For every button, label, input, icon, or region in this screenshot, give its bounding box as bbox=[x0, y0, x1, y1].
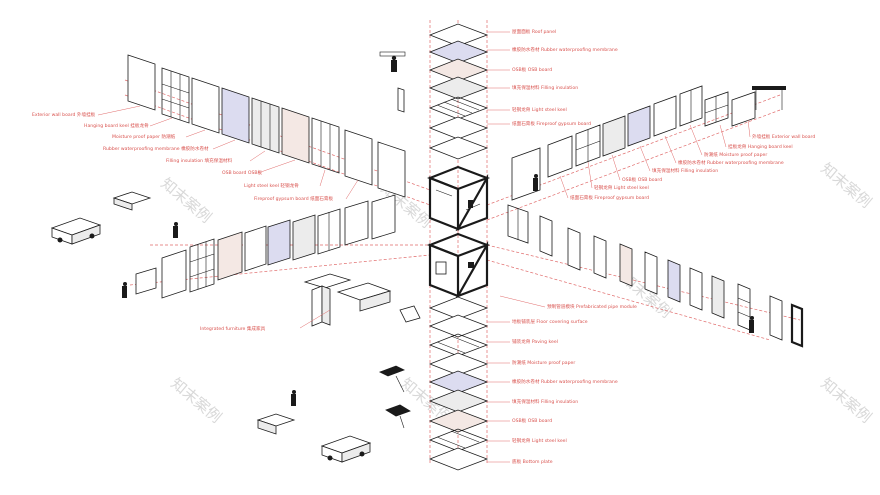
label-light-steel-keel: Light steel keel 轻钢龙骨 bbox=[244, 182, 299, 189]
label-light-steel-keel: 轻钢龙骨 Light steel keel bbox=[512, 106, 567, 113]
label-osb-board: OSB板 OSB board bbox=[512, 66, 552, 73]
filling-insulation bbox=[428, 389, 489, 413]
label-filling-insulation: 填充保温材料 Filling insulation bbox=[512, 84, 578, 91]
upper-right-wall-panels bbox=[511, 85, 756, 201]
filling-insulation bbox=[251, 97, 280, 154]
label-paving-keel: 铺装龙骨 Paving keel bbox=[512, 338, 558, 345]
person-icon bbox=[534, 174, 538, 178]
label-roof-panel: 屋面面板 Roof panel bbox=[512, 28, 556, 35]
paving-keel bbox=[428, 333, 489, 357]
watermark: 知末案例 bbox=[817, 374, 875, 426]
module-lower-frame bbox=[426, 232, 491, 299]
lower-right-wall-panels bbox=[507, 204, 804, 348]
label-osb-board: OSB板 OSB board bbox=[622, 176, 662, 183]
hanging-board-keel bbox=[161, 67, 190, 124]
bottom-stack bbox=[428, 296, 489, 471]
label-moisture-proof-paper: 防潮纸 Moisture proof paper bbox=[512, 359, 575, 366]
waterproof-layer bbox=[428, 40, 489, 64]
label-gypsum-board: 纸面石膏板 Fireproof gypsum board bbox=[570, 194, 649, 201]
label-floor-covering: 地板铺装层 Floor covering surface bbox=[512, 318, 588, 325]
person-icon bbox=[292, 390, 296, 394]
stacked-boards-icon bbox=[112, 191, 296, 435]
stairs-icon bbox=[379, 365, 411, 429]
bottom-stack-labels: 预制管道模块 Prefabricated pipe module 地板铺装层 F… bbox=[487, 295, 637, 465]
label-light-steel-keel: 轻钢龙骨 Light steel keel bbox=[594, 184, 649, 191]
lower-left-wall-panels bbox=[135, 194, 396, 299]
label-filling-insulation: 填充保温材料 Filling insulation bbox=[652, 167, 718, 174]
label-exterior-wall-board: Exterior wall board 外墙挂板 bbox=[32, 111, 96, 118]
label-hanging-board-keel: Hanging board keel 挂板龙骨 bbox=[84, 122, 149, 129]
bottom-plate bbox=[428, 447, 489, 471]
label-prefab-pipe-module: 预制管道模块 Prefabricated pipe module bbox=[547, 303, 637, 310]
rubber-membrane bbox=[428, 370, 489, 394]
person-icon bbox=[391, 55, 397, 61]
gypsum-layer bbox=[428, 116, 489, 140]
label-gypsum-board: 纸面石膏板 Fireproof gypsum board bbox=[512, 120, 591, 127]
label-gypsum-board: Fireproof gypsum board 纸面石膏板 bbox=[254, 195, 333, 202]
steel-keel-layer bbox=[428, 96, 489, 120]
label-moisture-proof-paper: 防潮纸 Moisture proof paper bbox=[704, 151, 767, 158]
label-osb-board: OSB board OSB板 bbox=[222, 169, 263, 176]
label-exterior-wall-board: 外墙挂板 Exterior wall board bbox=[752, 133, 815, 140]
label-rubber-membrane: 橡胶防水卷材 Rubber waterproofing membrane bbox=[512, 378, 618, 385]
label-rubber-membrane: 橡胶防水卷材 Rubber waterproofing membrane bbox=[678, 159, 784, 166]
roof-panel bbox=[428, 23, 489, 47]
label-hanging-board-keel: 挂板龙骨 Hanging board keel bbox=[728, 143, 793, 150]
insulation-layer bbox=[428, 76, 489, 100]
integrated-furniture: Integrated furniture 集成家具 bbox=[200, 273, 421, 332]
carried-panel bbox=[379, 51, 406, 57]
person-icon bbox=[750, 316, 754, 320]
top-stack-labels: 屋面面板 Roof panel 橡胶防水卷材 Rubber waterproof… bbox=[487, 28, 618, 127]
truck-icon bbox=[320, 435, 372, 463]
label-rubber-membrane: Rubber waterproofing membrane 橡胶防水卷材 bbox=[103, 145, 209, 152]
person-icon bbox=[174, 222, 178, 226]
label-integrated-furniture: Integrated furniture 集成家具 bbox=[200, 325, 266, 332]
label-osb-board: OSB板 OSB board bbox=[512, 417, 552, 424]
label-moisture-proof-paper: Moisture proof paper 防潮纸 bbox=[112, 133, 176, 140]
watermark: 知末案例 bbox=[817, 159, 875, 211]
floor-covering bbox=[428, 314, 489, 338]
label-bottom-plate: 底板 Bottom plate bbox=[512, 458, 553, 465]
light-steel-keel bbox=[428, 428, 489, 452]
rubber-membrane bbox=[221, 87, 250, 144]
upper-left-wall-panels bbox=[127, 54, 406, 198]
watermark: 知末案例 bbox=[167, 374, 225, 426]
moisture-proof-paper bbox=[428, 352, 489, 376]
label-light-steel-keel: 轻钢龙骨 Light steel keel bbox=[512, 437, 567, 444]
truck-icon bbox=[50, 217, 102, 245]
label-rubber-membrane: 橡胶防水卷材 Rubber waterproofing membrane bbox=[512, 46, 618, 53]
left-wall-labels: Exterior wall board 外墙挂板 Hanging board k… bbox=[32, 105, 359, 202]
label-filling-insulation: 填充保温材料 Filling insulation bbox=[512, 398, 578, 405]
gypsum-board bbox=[344, 129, 373, 186]
scale-figures bbox=[50, 51, 786, 463]
osb-board bbox=[281, 107, 310, 164]
label-filling-insulation: Filling insulation 填充保温材料 bbox=[166, 157, 233, 164]
light-steel-keel bbox=[311, 117, 340, 174]
top-stack bbox=[428, 23, 489, 160]
watermark: 知末案例 bbox=[157, 174, 215, 226]
exterior-wall-board bbox=[127, 54, 156, 111]
module-upper-frame bbox=[426, 165, 491, 232]
person-icon bbox=[123, 282, 127, 286]
right-wall-labels: 外墙挂板 Exterior wall board 挂板龙骨 Hanging bo… bbox=[559, 119, 815, 201]
table-icon bbox=[752, 86, 786, 110]
moisture-proof-paper bbox=[191, 77, 220, 134]
